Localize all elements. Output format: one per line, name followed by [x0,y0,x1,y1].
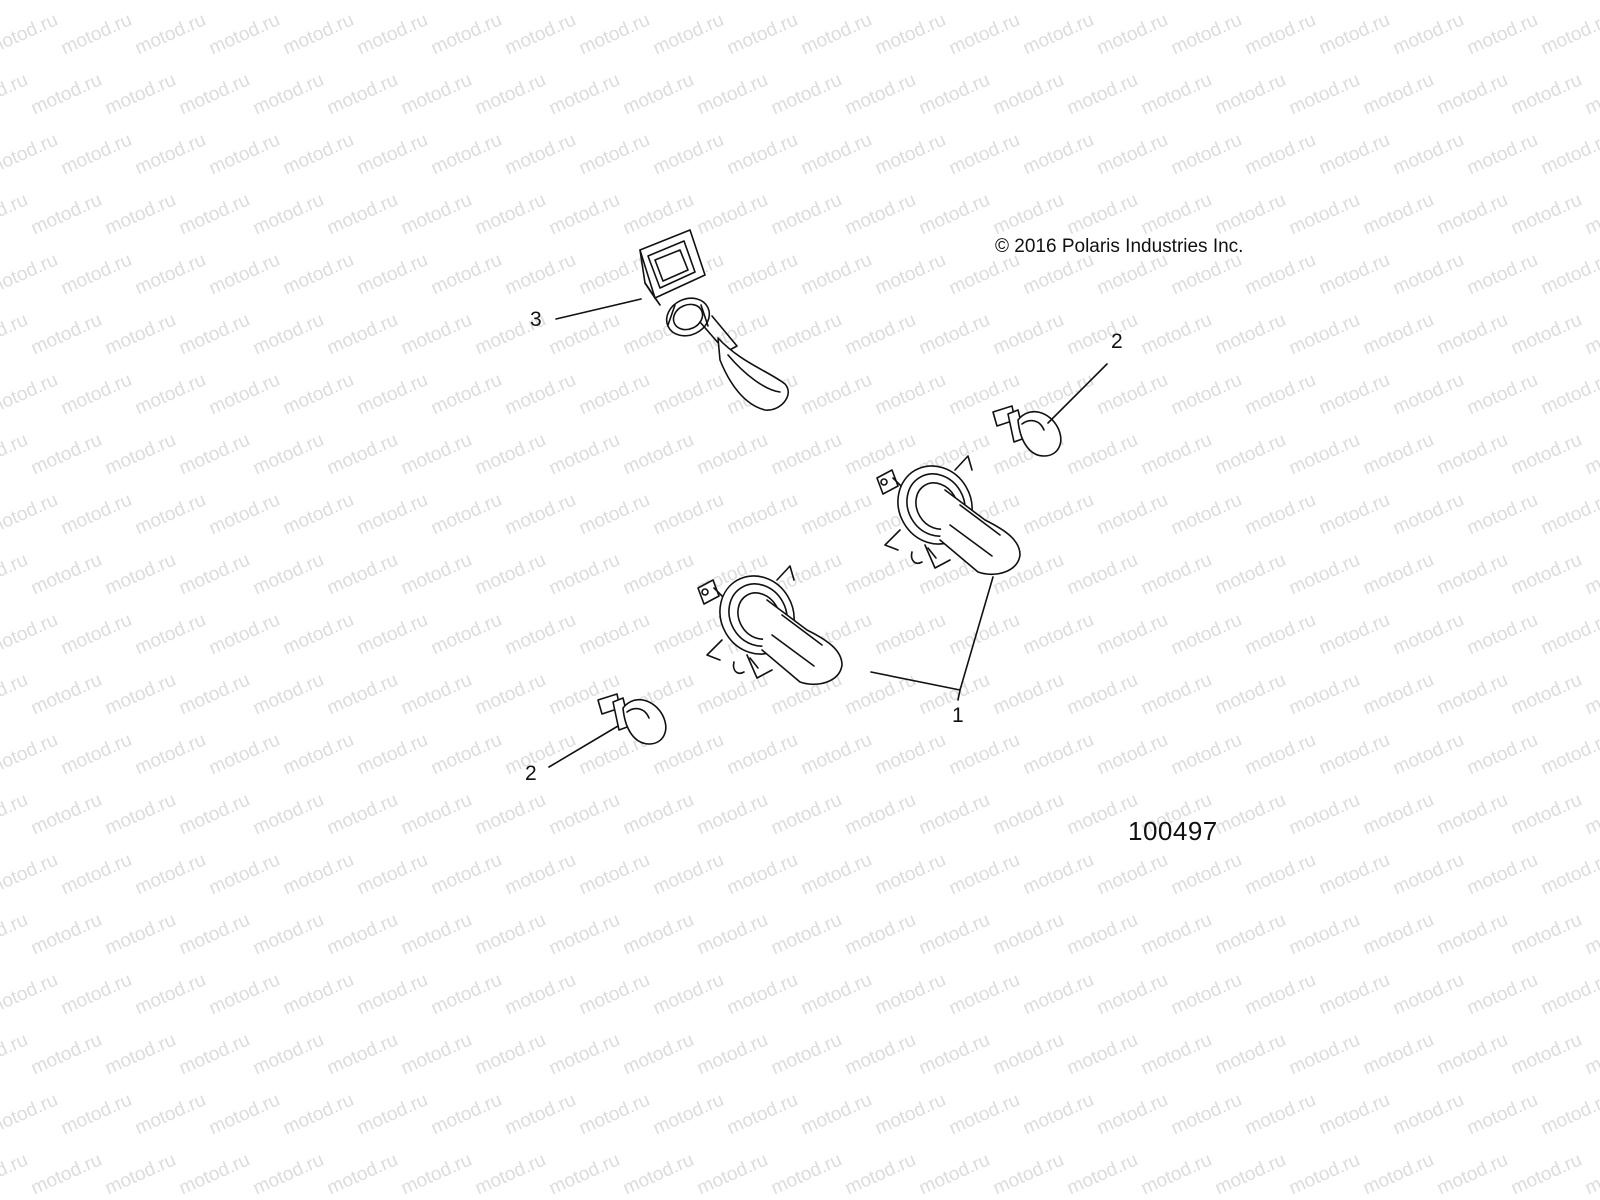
leader-line-1 [871,577,993,690]
leader-line-3 [556,299,641,319]
callout-label-1: 1 [952,704,964,727]
leader-line-2-bottom [549,726,618,767]
copyright-notice: © 2016 Polaris Industries Inc. [995,236,1244,257]
callout-label-2-top: 2 [1111,330,1123,353]
diagram-id: 100497 [1128,816,1218,846]
bulb-part-1-lower[interactable] [698,562,842,684]
bulb-part-1-upper[interactable] [877,452,1020,574]
callout-label-2-bottom: 2 [525,762,537,785]
bulb-part-3[interactable] [640,230,788,410]
bulb-part-2-bottom[interactable] [598,694,666,744]
leader-line-1-tick [958,690,960,700]
leader-line-2-top [1048,364,1107,423]
bulb-part-2-top[interactable] [993,406,1061,456]
callout-label-3: 3 [530,308,542,331]
